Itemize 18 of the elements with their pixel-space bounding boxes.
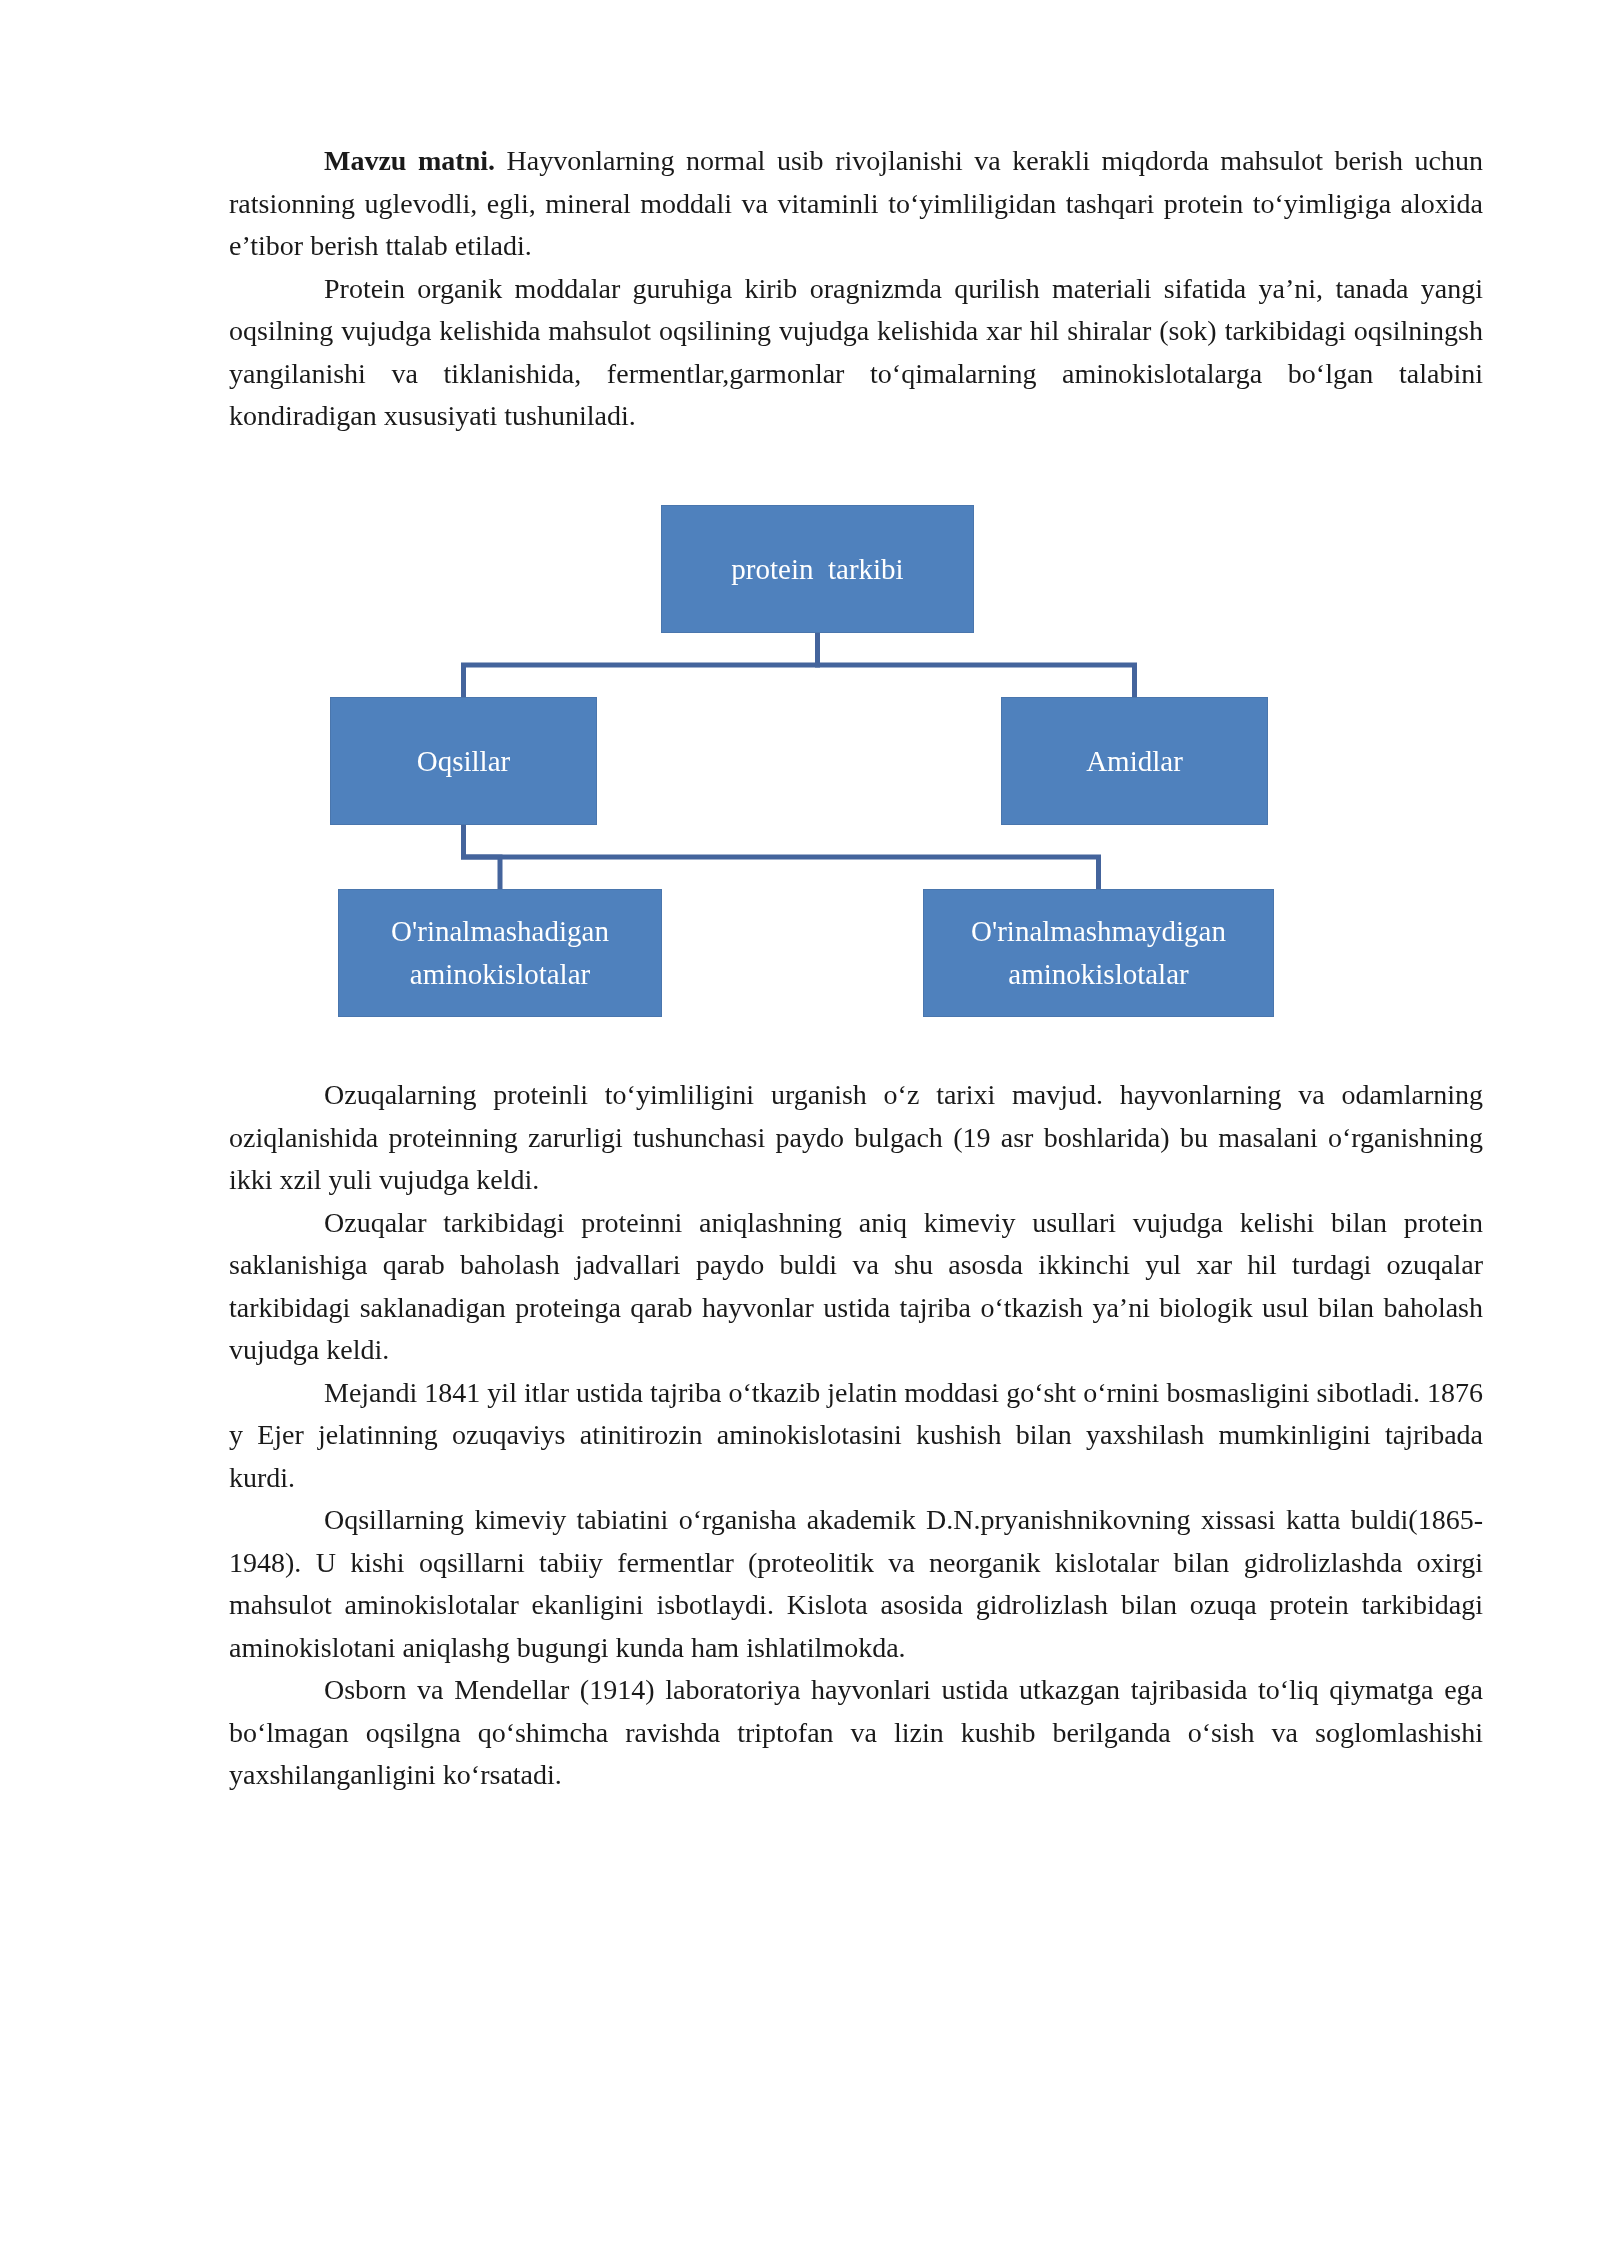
box-label: Amidlar (1086, 743, 1183, 779)
box-label: O'rinalmashadigan aminokislotalar (390, 914, 610, 992)
paragraph: Ozuqalarning proteinli to‘yimliligini urganish o‘z tarixi mavjud. hayvonlarning va odamlarning oziqlanishida proteinning zarurligi tushunchasi paydo bulgach (19 asr boshlarida) bu masalani o‘rganishning ikki xzil yuli vujudga keldi. (229, 1078, 1483, 1197)
box-label: Oqsillar (416, 743, 511, 779)
box-label: O'rinalmashmaydigan aminokislotalar (970, 914, 1227, 992)
paragraph: Mejandi 1841 yil itlar ustida tajriba o‘tkazib jelatin moddasi go‘sht o‘rnini bosmasligini sibotladi. 1876 y Ejer jelatinning ozuqaviys atinitirozin aminokislotasini kushish bilan yaxshilash mumkinligini tajribada kurdi. (229, 1375, 1483, 1495)
org-chart-box (338, 889, 662, 1017)
org-chart-box (661, 505, 974, 633)
org-chart-box (923, 889, 1274, 1017)
org-chart-box (330, 697, 597, 825)
paragraph: Mavzu matni. Hayvonlarning normal usib rivojlanishi va kerakli miqdorda mahsulot berish uchun ratsionning uglevodli, egli, mineral moddali va vitaminli to‘yimliligidan tashqari protein to‘yimligiga aloxida e’tibor berish ttalab etiladi. (229, 144, 1483, 263)
connector-line (815, 633, 1137, 697)
paragraph: Oqsillarning kimeviy tabiatini o‘rganisha akademik D.N.pryanishnikovning xissasi katta buldi(1865-1948). U kishi oqsillarni tabiiy fermentlar (proteolitik va neorganik kislotalar bilan gidrolizlashda oxirgi mahsulot aminokislotalar ekanligini isbotlaydi. Kislota asosida gidrolizlash bilan ozuqa protein tarkibidagi aminokislotani aniqlashg bugungi kunda ham ishlatilmokda. (229, 1503, 1483, 1665)
paragraph: Protein organik moddalar guruhiga kirib oragnizmda qurilish materiali sifatida ya’ni, tanada yangi oqsilning vujudga kelishida mahsulot oqsilining vujudga kelishida xar hil shiralar (sok) tarkibidagi oqsilningsh yangilanishi va tiklanishida, fermentlar,garmonlar to‘qimalarning aminokislotalarga bo‘lgan talabini kondiradigan xususiyati tushuniladi. (229, 271, 1483, 433)
box-label: protein tarkibi (731, 551, 904, 587)
paragraph: Ozuqalar tarkibidagi proteinni aniqlashning aniq kimeviy usullari vujudga kelishi bilan protein saklanishiga qarab baholash jadvallari paydo buldi va shu asosda ikkinchi yul xar hil turdagi ozuqalar tarkibidagi saklanadigan proteinga qarab hayvonlar ustida tajriba o‘tkazish ya’ni biologik usul bilan baholash vujudga keldi. (229, 1205, 1483, 1367)
org-chart-box (1001, 697, 1268, 825)
paragraph: Osborn va Mendellar (1914) laboratoriya hayvonlari ustida utkazgan tajribasida to‘liq qiymatga ega bo‘lmagan oqsilgna qo‘shimcha ravishda triptofan va lizin kushib berilganda o‘sish va soglomlashishi yaxshilanganligini ko‘rsatadi. (229, 1673, 1483, 1792)
